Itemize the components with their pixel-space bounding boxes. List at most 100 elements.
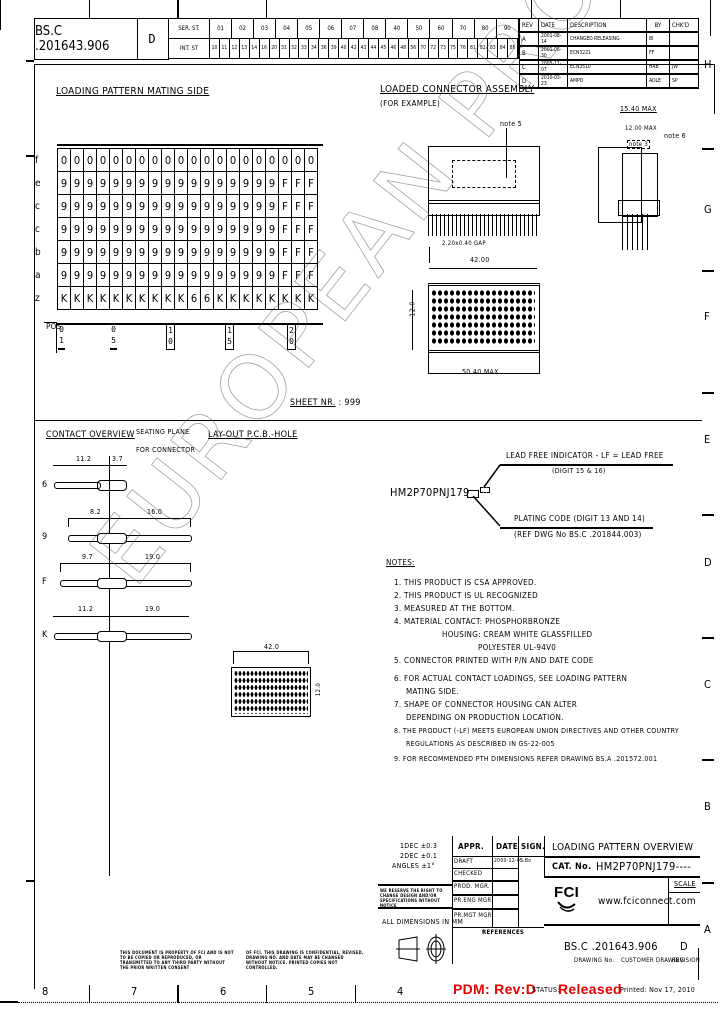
loading-cell: 9: [70, 194, 84, 218]
zone-tick: [702, 392, 714, 394]
company-name: FCI: [554, 884, 580, 901]
int-st-value: 12: [230, 39, 240, 58]
notes-title: NOTES:: [386, 558, 415, 567]
loading-cell: 0: [213, 148, 227, 172]
callout-leader-lines: [472, 464, 501, 527]
loading-cell: 9: [213, 194, 227, 218]
dim-pitch: 2.20x0.40 GAP: [442, 240, 486, 247]
loading-cell: 9: [174, 171, 188, 195]
top-tick: [710, 0, 711, 36]
top-tick: [177, 0, 179, 18]
loading-cell: 9: [200, 263, 214, 287]
note-5: 5. CONNECTOR PRINTED WITH P/N AND DATE C…: [394, 656, 594, 665]
dim-line: [412, 290, 413, 350]
loading-cell: 9: [135, 194, 149, 218]
int-st-value: 13: [240, 39, 250, 58]
chkd-cell: [669, 45, 699, 61]
loading-cell: 9: [83, 194, 97, 218]
row-label: z: [35, 292, 40, 304]
revision-row: B 2001-06-30 ECN3221 FF: [519, 45, 699, 61]
revision-row: A 2001-08-14 CHANGED RELEASING BI: [519, 31, 699, 47]
loading-cell: 9: [70, 171, 84, 195]
drawing-revision: D: [680, 940, 688, 953]
fci-logo: FCI: [554, 884, 580, 916]
loading-cell: 0: [109, 148, 123, 172]
rev-header: REV: [519, 18, 539, 33]
contact-overview-title: CONTACT OVERVIEW: [46, 430, 135, 440]
loading-cell: 0: [200, 148, 214, 172]
rule: [544, 876, 700, 878]
pin-matrix: [431, 289, 535, 345]
connector-assembly-title: LOADED CONNECTOR ASSEMBLY: [380, 84, 535, 95]
frame-right: [714, 64, 715, 114]
row-label: f: [35, 154, 39, 166]
frame-bottom: [0, 1001, 18, 1003]
appr-header: APPR.: [458, 842, 485, 851]
role-draft: DRAFT: [454, 858, 474, 865]
top-tick: [620, 0, 621, 18]
loading-cell: K: [252, 286, 266, 310]
int-st-value: 82: [478, 39, 489, 58]
part-suffix-box: [467, 490, 479, 498]
loading-cell: 9: [226, 194, 240, 218]
zone-tick: [177, 985, 179, 1003]
contact-k-press-fit: [97, 631, 127, 642]
int-st-value: 48: [399, 39, 409, 58]
loading-cell: 9: [161, 194, 175, 218]
loading-cell: 9: [109, 263, 123, 287]
projection-circle-icon: [426, 934, 446, 964]
loading-cell: 9: [265, 217, 279, 241]
pcb-dim-bracket: [233, 651, 309, 664]
ser-st-value: 40: [385, 18, 409, 39]
date-cell: 2005-11-07: [538, 59, 568, 75]
dim-width: 42.00: [470, 256, 490, 264]
row-label: b: [35, 246, 41, 258]
ser-st-value: 60: [429, 18, 453, 39]
header-drawing-number-box: BS.C .201643.906: [34, 18, 138, 60]
loading-cell: 9: [96, 217, 110, 241]
loading-cell: 9: [135, 171, 149, 195]
ser-st-value: 90: [495, 18, 520, 39]
loading-cell: F: [291, 217, 305, 241]
int-st-value: 46: [389, 39, 399, 58]
loading-cell: 0: [135, 148, 149, 172]
rev-cell: B: [519, 45, 539, 61]
note-6-cont: MATING SIDE.: [406, 687, 459, 696]
loading-cell: 9: [213, 171, 227, 195]
rev-cell: C: [519, 59, 539, 75]
loading-cell: 0: [148, 148, 162, 172]
loading-cell: 9: [161, 240, 175, 264]
side-view-pins: [622, 214, 652, 250]
callout-rule: [500, 527, 653, 529]
loading-cell: 9: [187, 217, 201, 241]
contact-k-label: K: [42, 630, 48, 640]
loading-cell: K: [122, 286, 136, 310]
part-number: HM2P70PNJ179: [390, 486, 470, 499]
loading-cell: F: [278, 240, 292, 264]
loading-cell: K: [109, 286, 123, 310]
loading-cell: 9: [174, 194, 188, 218]
zone-tick: [702, 270, 714, 272]
role-checked: CHECKED: [454, 870, 483, 877]
note5-label: note 5: [500, 120, 522, 128]
left-zone-tick: [26, 880, 34, 882]
loading-cell: 0: [252, 148, 266, 172]
loading-cell: 9: [109, 194, 123, 218]
zone-number-8: 8: [42, 985, 49, 998]
loading-cell: 0: [239, 148, 253, 172]
contact-6-pin: [54, 482, 101, 489]
rights-text: WE RESERVE THE RIGHT TO CHANGE DESIGN AN…: [380, 888, 443, 908]
dim-bracket: [68, 518, 191, 527]
loading-cell: 9: [226, 171, 240, 195]
loading-cell: 0: [174, 148, 188, 172]
loading-cell: 9: [239, 217, 253, 241]
connector-bottom-strip: [428, 350, 540, 374]
loading-cell: 9: [135, 217, 149, 241]
loading-cell: 9: [200, 171, 214, 195]
